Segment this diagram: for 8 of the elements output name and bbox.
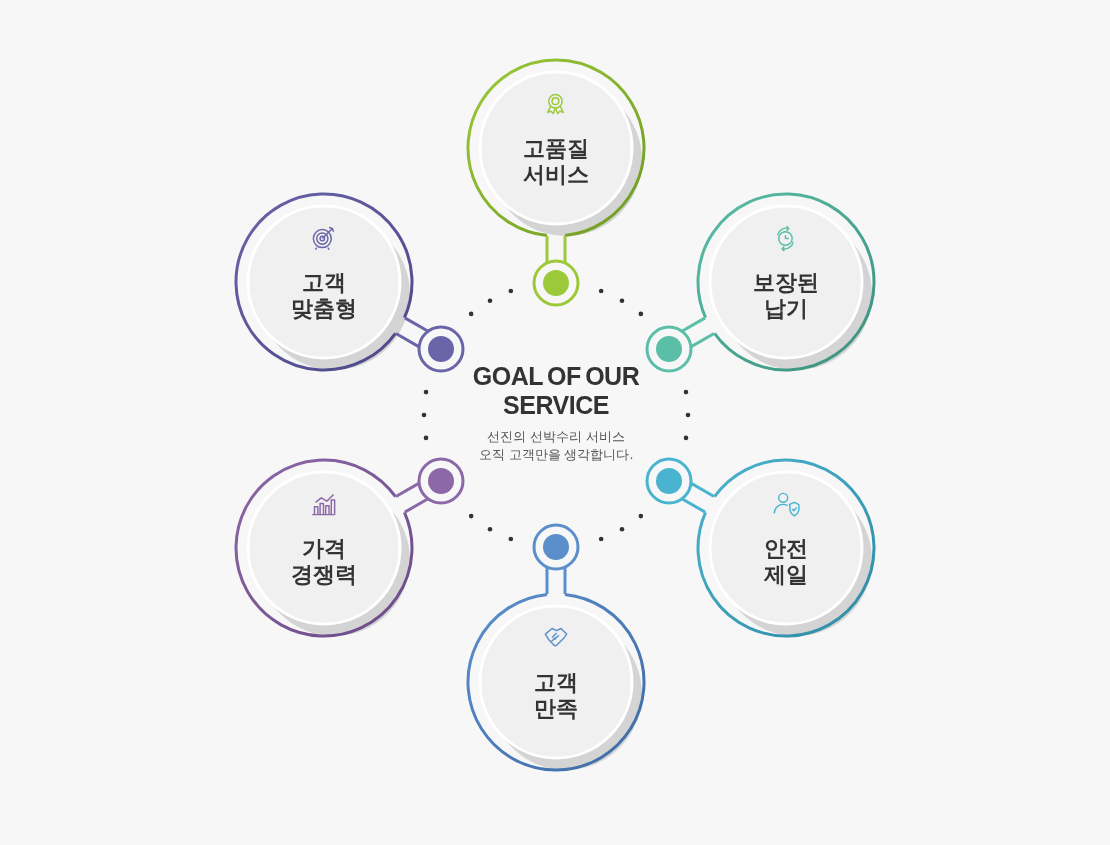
center-title: GOAL OF OUR SERVICE: [471, 362, 641, 420]
center-subtitle: 선진의 선박수리 서비스 오직 고객만을 생각합니다.: [478, 428, 634, 464]
badge-label: 가격 경쟁력: [290, 536, 358, 588]
badge-label: 보장된 납기: [752, 270, 820, 322]
badge-label: 고객 만족: [533, 670, 579, 722]
badge-label: 고품질 서비스: [522, 136, 590, 188]
badge-label: 안전 제일: [763, 536, 809, 588]
badge-label: 고객 맞춤형: [290, 270, 358, 322]
